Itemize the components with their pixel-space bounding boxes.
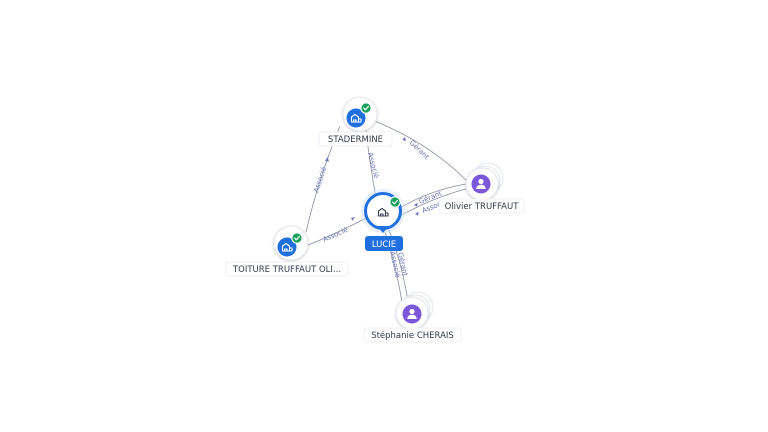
building-icon <box>350 113 362 123</box>
edge-label-stadermine-lucie: Associé <box>366 152 380 180</box>
node-stadermine[interactable]: STADERMINE <box>318 96 393 147</box>
node-olivier[interactable]: Olivier TRUFFAUT <box>438 162 525 214</box>
arrow-head <box>414 202 418 207</box>
check-badge-icon <box>360 102 372 114</box>
edge-label-toiture-stadermine: Associé <box>312 166 328 194</box>
node-label-toiture: TOITURE TRUFFAUT OLI... <box>232 265 341 275</box>
pin-tip <box>377 226 389 233</box>
node-label-olivier: Olivier TRUFFAUT <box>445 202 520 212</box>
node-stephanie[interactable]: Stéphanie CHERAIS <box>363 291 462 343</box>
edge-olivier-stadermine[interactable] <box>371 119 468 182</box>
node-toiture[interactable]: TOITURE TRUFFAUT OLI... <box>225 225 349 277</box>
person-icon <box>407 308 417 319</box>
edge-label-olivier-stadermine: Gérant <box>408 139 431 162</box>
edge-arrows <box>325 137 419 221</box>
arrow-head <box>325 157 329 162</box>
building-icon <box>377 207 389 217</box>
arrow-head <box>402 137 406 142</box>
building-icon <box>281 242 293 252</box>
arrow-head <box>351 217 355 221</box>
check-badge-icon <box>389 196 401 208</box>
node-lucie[interactable]: LUCIE <box>361 189 405 251</box>
edge-label-toiture-lucie: Associé <box>322 226 349 244</box>
check-badge-icon <box>291 232 303 244</box>
node-label-stadermine: STADERMINE <box>328 135 383 145</box>
person-icon <box>476 178 486 189</box>
node-label-lucie: LUCIE <box>372 240 396 250</box>
edges <box>305 119 468 303</box>
node-label-stephanie: Stéphanie CHERAIS <box>371 330 454 341</box>
arrow-head <box>415 211 419 216</box>
